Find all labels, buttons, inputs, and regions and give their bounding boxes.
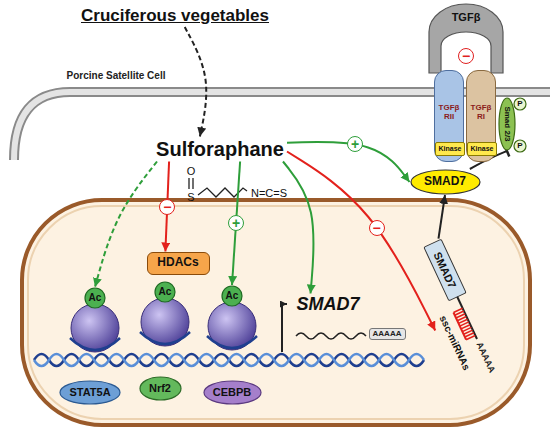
- dna-strand: [34, 354, 424, 366]
- protein-ellipse: SMAD7: [410, 169, 481, 195]
- double-bond: [188, 178, 189, 189]
- node-text: Cruciferous vegetables: [81, 6, 269, 26]
- node-text: Nrf2: [149, 382, 171, 395]
- node-text: P: [517, 141, 522, 150]
- node-text: HDACs: [157, 256, 198, 270]
- dna-wrap: [70, 338, 120, 350]
- effect-sign-text: +: [351, 137, 359, 151]
- effect-sign-text: −: [373, 221, 381, 235]
- effect-sign: −: [159, 199, 175, 215]
- node-text: Ac: [159, 286, 172, 298]
- compound-label: Sulforaphane: [153, 137, 287, 162]
- transcription-factor-shape: [140, 377, 181, 400]
- atom-symbol-text: S: [187, 191, 194, 204]
- poly-a-tail: AAAAA: [473, 339, 498, 375]
- transcription-factor: Nrf2: [139, 376, 182, 401]
- inhibition-sign-text: −: [462, 49, 470, 63]
- acetyl-mark: Ac: [84, 287, 106, 309]
- poly-a-tail: AAAAA: [369, 328, 406, 340]
- node-text: Kinase: [471, 145, 494, 153]
- node-text: ssc-miRNAs: [436, 314, 471, 372]
- functional-group-text: N=C=S: [251, 187, 287, 200]
- enzyme-box: HDACs: [147, 252, 210, 275]
- node-text: Sulforaphane: [156, 138, 284, 161]
- gene-name: SMAD7: [293, 294, 363, 315]
- node-text: SMAD7: [296, 294, 359, 315]
- node-text: P: [517, 99, 522, 108]
- mrna-box: SMAD7: [423, 239, 466, 302]
- effect-sign: +: [347, 136, 363, 152]
- dna-wrap: [140, 332, 190, 344]
- node-text: CEBPB: [213, 386, 252, 399]
- receptor: TGFβ RII Kinase: [434, 70, 464, 162]
- connector: [185, 27, 206, 137]
- acetyl-mark-shape: [155, 282, 175, 302]
- atom-symbol: O: [186, 165, 197, 178]
- connector: [438, 195, 445, 239]
- node-text: TGFβ: [452, 11, 481, 24]
- kinase-domain: Kinase: [467, 142, 497, 156]
- mirna-label: ssc-miRNAs: [435, 312, 473, 374]
- promoter-arrow: [282, 304, 287, 352]
- inhibition-sign: −: [458, 48, 474, 64]
- acetyl-mark: Ac: [221, 285, 243, 307]
- node-text: TGFβ RII: [436, 103, 462, 121]
- transcription-factor-shape: [60, 381, 120, 404]
- transcription-factor: CEBPB: [203, 380, 262, 405]
- nucleus-inner: [28, 206, 524, 419]
- poly-a-tail-text: AAAAA: [473, 340, 496, 374]
- node-text: Smad 2/3: [502, 106, 511, 141]
- double-bond: [192, 178, 193, 189]
- acetyl-mark-shape: [85, 288, 105, 308]
- receptor: TGFβ RI Kinase: [466, 70, 496, 162]
- node-text: Ac: [226, 290, 239, 302]
- ligand-dimer-shape: [429, 4, 503, 73]
- carbon-chain: [198, 188, 247, 197]
- node-text: Ac: [89, 292, 102, 304]
- acetyl-mark-shape: [222, 286, 242, 306]
- effect-sign-text: +: [232, 216, 240, 230]
- node-text: SMAD7: [424, 175, 466, 189]
- dna-wrap: [207, 336, 257, 348]
- cell-label: Porcine Satellite Cell: [66, 70, 167, 82]
- connector: [232, 162, 240, 286]
- node-text: TGFβ RI: [468, 103, 494, 121]
- poly-a-tail-text: AAAAA: [373, 329, 402, 338]
- nucleosome: [71, 304, 119, 352]
- node-text: Kinase: [439, 145, 462, 153]
- connector: [283, 162, 314, 294]
- effect-sign: −: [369, 220, 385, 236]
- phosphate-circle-shape: [514, 98, 526, 110]
- nucleosome: [141, 298, 189, 346]
- effect-sign-text: −: [163, 200, 171, 214]
- source-label: Cruciferous vegetables: [78, 5, 273, 27]
- acetyl-mark: Ac: [154, 281, 176, 303]
- smad-protein: Smad 2/3: [498, 97, 516, 151]
- functional-group: N=C=S: [250, 187, 289, 200]
- phosphate-circle: P: [513, 97, 527, 111]
- nucleosome: [208, 302, 256, 350]
- transcription-factor-shape: [204, 381, 261, 404]
- mrna-tail: [455, 292, 477, 339]
- phosphate-circle-shape: [514, 140, 526, 152]
- dna-strand: [34, 354, 424, 366]
- atom-symbol: S: [186, 191, 196, 204]
- kinase-domain: Kinase: [435, 142, 465, 156]
- effect-sign: +: [228, 215, 244, 231]
- mrna-transcript: [296, 333, 366, 339]
- nucleus: [22, 200, 530, 425]
- smad-protein-shape: [499, 98, 515, 150]
- phosphate-circle: P: [513, 139, 527, 153]
- node-text: STAT5A: [69, 386, 110, 399]
- node-text: SMAD7: [431, 250, 459, 290]
- protein-ellipse-shape: [411, 170, 480, 194]
- cell-label-text: Porcine Satellite Cell: [67, 70, 166, 82]
- atom-symbol-text: O: [187, 165, 196, 178]
- transcription-factor: STAT5A: [59, 380, 121, 405]
